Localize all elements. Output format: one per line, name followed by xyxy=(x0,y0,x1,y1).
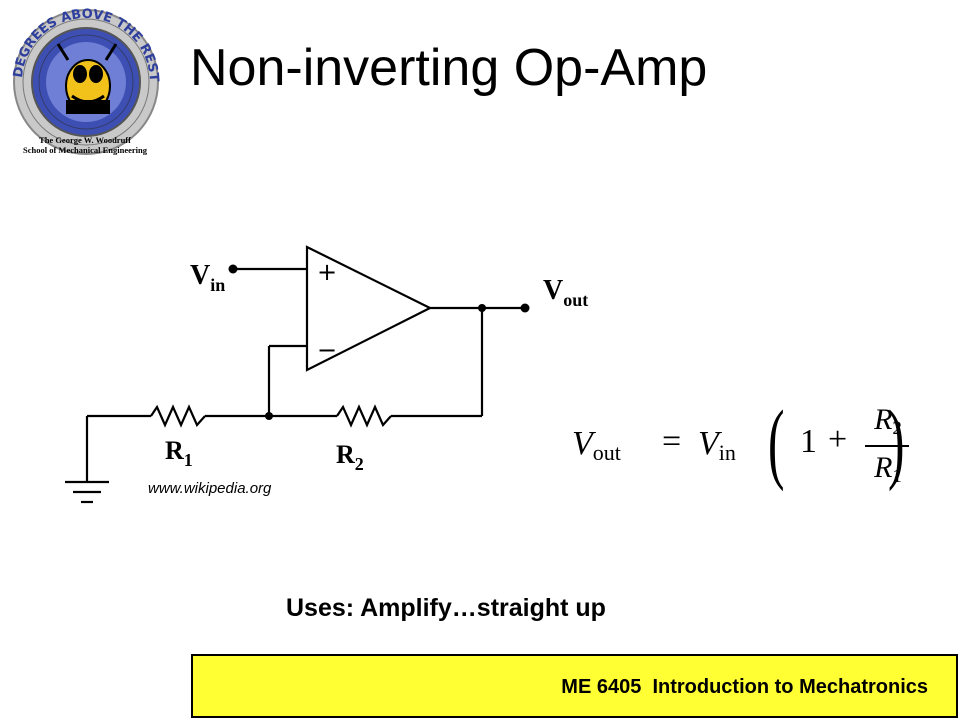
r2-resistor xyxy=(336,404,392,428)
course-title: ME 6405 Introduction to Mechatronics xyxy=(561,676,928,698)
formula-plus: + xyxy=(828,421,848,458)
logo-caption-line2: School of Mechanical Engineering xyxy=(23,145,147,155)
vin-terminal xyxy=(228,264,238,274)
formula-numerator: R2 xyxy=(874,403,902,439)
slide-title: Non-inverting Op-Amp xyxy=(190,39,708,97)
plus-sign: + xyxy=(317,258,337,286)
ground-symbol xyxy=(65,480,109,504)
formula-one: 1 xyxy=(800,423,817,460)
formula-vin: Vin xyxy=(698,425,736,465)
formula-equals: = xyxy=(662,423,682,460)
footer-banner: ME 6405 Introduction to Mechatronics xyxy=(191,654,958,718)
r2-label: R2 xyxy=(336,440,364,474)
minus-sign: − xyxy=(317,336,337,364)
formula-fraction-bar xyxy=(865,445,909,447)
uses-text: Uses: Amplify…straight up xyxy=(286,594,606,622)
formula-denominator: R1 xyxy=(874,451,902,487)
vout-label: Vout xyxy=(543,275,589,310)
formula-right-paren: ) xyxy=(888,393,905,492)
logo-caption-line1: The George W. Woodruff xyxy=(39,135,131,145)
feedback-node xyxy=(265,412,273,420)
seal-graphic: DEGREES ABOVE THE REST xyxy=(11,7,161,155)
vin-label: Vin xyxy=(190,260,226,295)
logo-caption: The George W. Woodruff School of Mechani… xyxy=(10,135,160,155)
r1-label: R1 xyxy=(165,436,193,470)
vout-terminal xyxy=(520,303,530,313)
formula-vout: Vout xyxy=(572,425,621,465)
op-amp-triangle xyxy=(305,245,433,372)
r1-resistor xyxy=(150,404,206,428)
source-credit: www.wikipedia.org xyxy=(148,480,272,497)
op-amp-circuit-diagram: + − xyxy=(65,245,530,504)
gain-formula: Vout = Vin ( 1 + R2 R1 ) xyxy=(570,393,910,495)
formula-left-paren: ( xyxy=(768,393,785,492)
school-seal-logo: DEGREES ABOVE THE REST xyxy=(6,4,166,166)
output-node xyxy=(478,304,486,312)
